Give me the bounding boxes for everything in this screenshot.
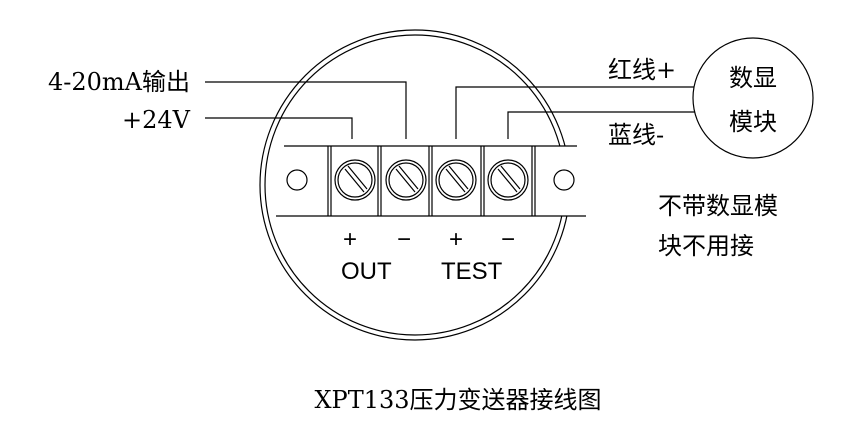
wire-blue bbox=[507, 111, 695, 139]
label-red-wire: 红线+ bbox=[608, 56, 676, 84]
display-module-circle bbox=[692, 37, 814, 159]
display-module-label-2: 模块 bbox=[729, 108, 777, 136]
display-module-label-1: 数显 bbox=[729, 64, 777, 92]
screw-test-minus bbox=[487, 159, 529, 201]
mount-hole-right bbox=[553, 169, 575, 191]
label-test: TEST bbox=[441, 258, 503, 285]
wire-24v bbox=[205, 117, 353, 139]
sign-test-plus: + bbox=[449, 226, 463, 253]
mount-hole-left bbox=[286, 169, 308, 191]
label-blue-wire: 蓝线- bbox=[608, 121, 664, 149]
sign-out-minus: − bbox=[397, 226, 411, 253]
terminal-dividers bbox=[327, 146, 536, 216]
label-24v: +24V bbox=[122, 106, 191, 134]
wire-4-20ma bbox=[205, 81, 407, 139]
note-line-2: 块不用接 bbox=[658, 232, 754, 260]
terminal-block bbox=[276, 145, 586, 217]
label-out: OUT bbox=[341, 258, 392, 285]
diagram-caption: XPT133压力变送器接线图 bbox=[314, 386, 601, 414]
screw-test-plus bbox=[435, 159, 477, 201]
screw-out-minus bbox=[385, 159, 427, 201]
wire-red bbox=[455, 86, 703, 139]
sign-out-plus: + bbox=[343, 226, 357, 253]
sign-test-minus: − bbox=[501, 226, 515, 253]
label-4-20ma-output: 4-20mA输出 bbox=[48, 68, 190, 96]
note-line-1: 不带数显模 bbox=[658, 192, 778, 220]
screw-out-plus bbox=[334, 159, 376, 201]
